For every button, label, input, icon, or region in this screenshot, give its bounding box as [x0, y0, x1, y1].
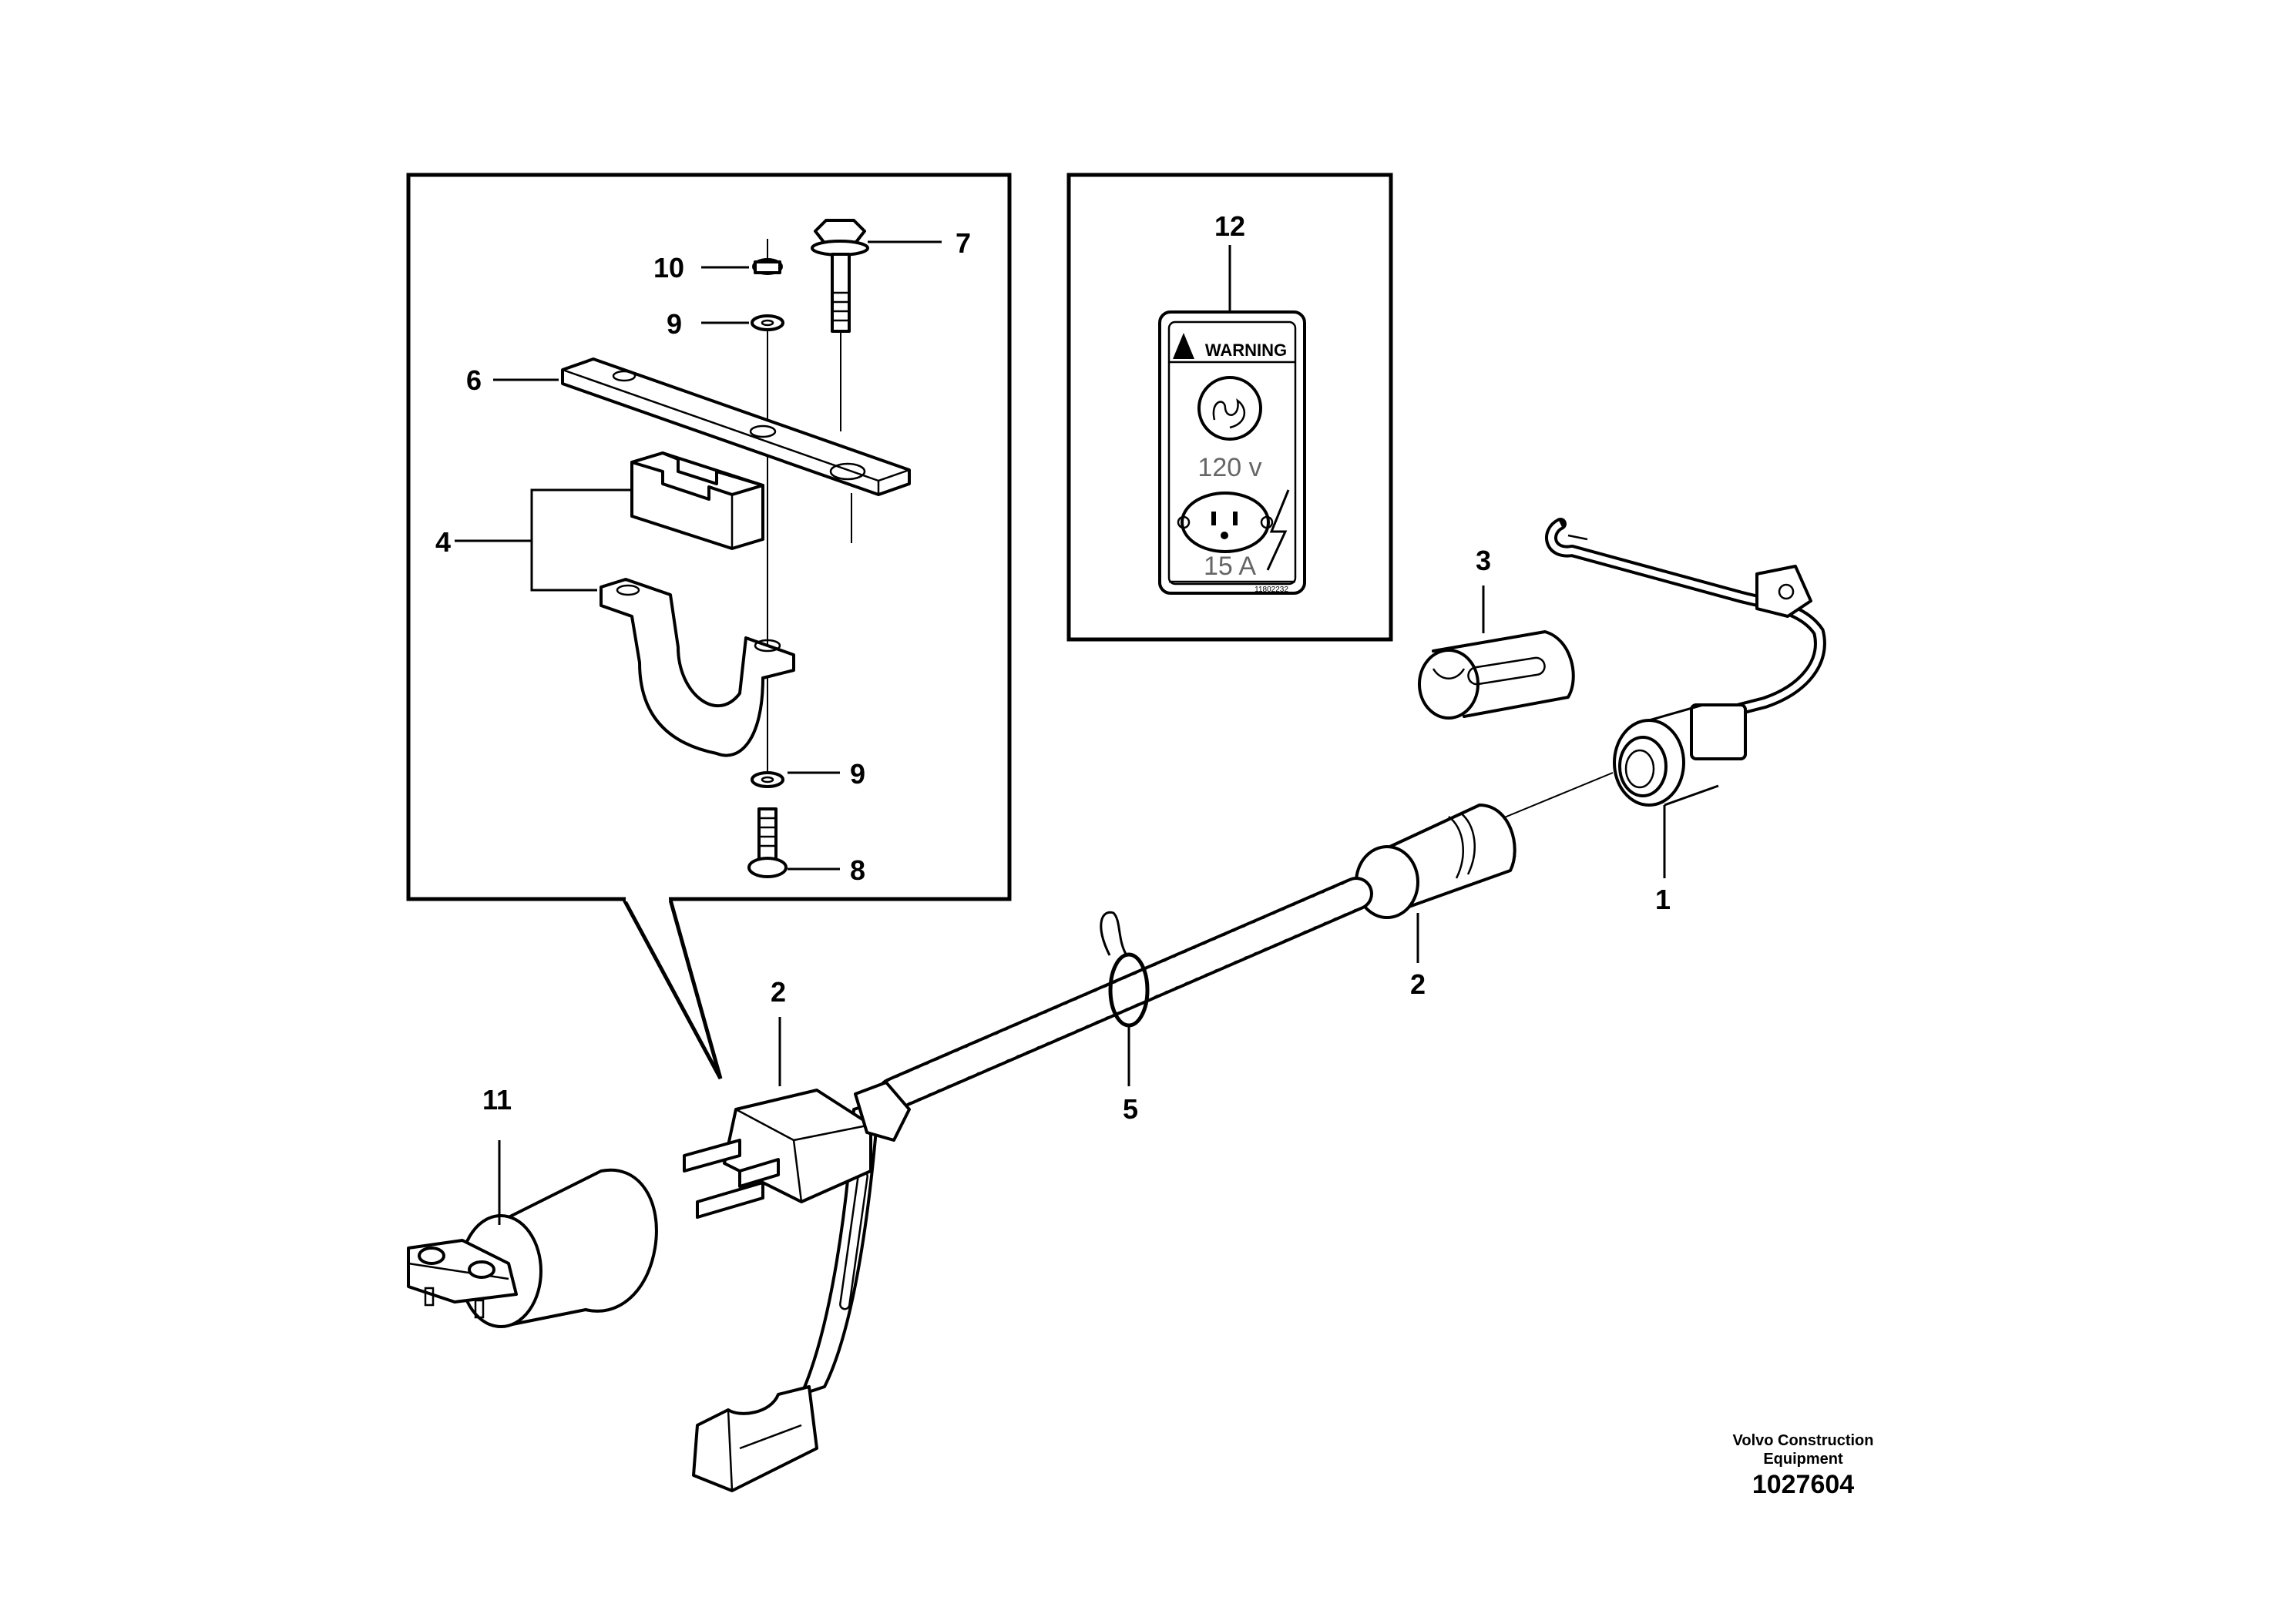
leader-lines-main	[778, 586, 1666, 1086]
sleeve-part-3	[1418, 630, 1575, 720]
screw-part-8	[747, 807, 788, 878]
label-part-9-top: 9	[667, 308, 682, 340]
label-part-5: 5	[1123, 1093, 1138, 1125]
decal-amperage-text: 15 A	[1204, 552, 1256, 581]
bracket-plate-part-6	[561, 357, 911, 543]
label-part-2-left: 2	[771, 976, 786, 1008]
bolt-part-7	[811, 219, 869, 431]
decal-warning-text: WARNING	[1205, 341, 1287, 360]
detail-inset	[406, 173, 1012, 1080]
plug-part-2-right	[1355, 804, 1516, 919]
label-part-12: 12	[1214, 210, 1245, 242]
label-part-9-bottom: 9	[850, 758, 865, 790]
rubber-block-part-4	[630, 451, 764, 550]
label-part-8: 8	[850, 854, 865, 886]
label-part-7: 7	[956, 227, 971, 259]
label-part-10: 10	[653, 252, 684, 284]
clamp-part-4	[600, 578, 795, 757]
connector-part-2-left	[683, 1081, 911, 1492]
heater-element-part-11	[407, 1140, 658, 1328]
label-part-6: 6	[466, 364, 482, 396]
leader-lines-inset	[455, 240, 942, 871]
label-part-1: 1	[1655, 884, 1671, 915]
label-part-4: 4	[435, 526, 451, 558]
corrugated-cable	[877, 877, 1373, 1111]
label-part-3: 3	[1476, 545, 1491, 576]
label-part-11: 11	[482, 1084, 512, 1116]
part-labels: 1 2 2 3 4 5 6 7 8 9 9 10 11 12	[435, 210, 1671, 1125]
drawing-number: 1027604	[1752, 1470, 1855, 1499]
mounting-rod	[1545, 518, 1826, 723]
cable-tie-part-5	[1100, 911, 1150, 1028]
decal-code-text: 11802232	[1254, 586, 1288, 594]
washer-part-9-bottom	[751, 771, 784, 788]
decal-text: WARNING 120 v 15 A 11802232	[1197, 341, 1288, 594]
manufacturer-line-1: Volvo Construction	[1732, 1432, 1874, 1449]
decal-voltage-text: 120 v	[1197, 453, 1261, 482]
nut-part-10	[752, 239, 783, 275]
label-part-2-right: 2	[1410, 968, 1426, 1000]
decal-inset	[1066, 173, 1393, 642]
washer-part-9-top	[751, 314, 784, 774]
manufacturer-line-2: Equipment	[1763, 1451, 1843, 1468]
manufacturer-name: Volvo Construction Equipment	[1634, 1431, 1973, 1468]
receptacle-part-1	[1502, 703, 1747, 819]
